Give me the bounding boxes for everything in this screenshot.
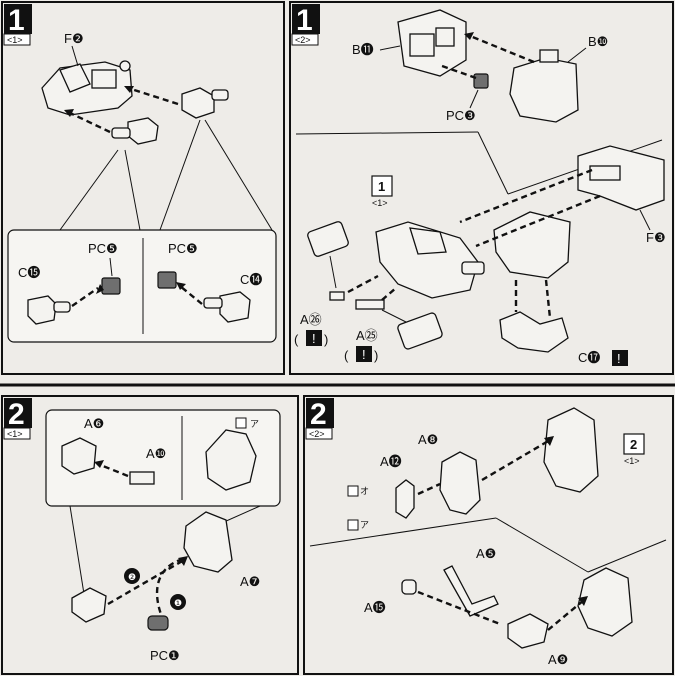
part-c15 (27, 295, 71, 325)
label-a8: A❽ (418, 432, 438, 447)
label-f3: F❸ (646, 230, 666, 245)
step-order-1: ❶ (174, 598, 182, 608)
part-f2 (41, 60, 133, 116)
part-c14 (203, 291, 251, 323)
part-pc-c (473, 73, 489, 89)
part-torso-assembly (375, 221, 485, 299)
label-a7: A❼ (240, 574, 260, 589)
part-a6 (61, 437, 97, 475)
part-c15-top (111, 117, 159, 145)
step-number-badge (4, 4, 32, 34)
paren-close: ) (324, 332, 328, 347)
label-b11: B⓫ (352, 42, 374, 57)
ref-step-number: 2 (630, 437, 637, 452)
substep-label: <2> (295, 35, 311, 45)
label-a6: A❻ (84, 416, 104, 431)
paren-open: ( (294, 332, 299, 347)
panel-step2-1: 2 <1> A❻ A❿ ア A❼ ❷ (1, 395, 299, 675)
label-a10: A❿ (146, 446, 166, 461)
part-a15 (401, 579, 417, 595)
warning-icon (356, 346, 372, 362)
label-c14: C⓮ (240, 272, 262, 287)
warning-icon: ! (617, 351, 621, 366)
label-pc-e-right: PC❺ (168, 241, 198, 256)
part-b11 (397, 9, 467, 77)
part-arm-assembly (71, 587, 107, 623)
label-a25: A㉕ (356, 328, 378, 343)
part-c17 (499, 311, 569, 353)
step-order-2: ❷ (128, 572, 136, 582)
step-number: 2 (310, 398, 327, 431)
part-c14-top (181, 87, 229, 119)
step-number: 2 (8, 398, 25, 431)
part-pc-e (157, 271, 177, 289)
ref-step-number: 1 (378, 179, 385, 194)
mark-o: オ (360, 486, 369, 496)
part-a12 (395, 479, 415, 519)
label-c17: C⓱ (578, 350, 600, 365)
part-pc-e (101, 277, 121, 295)
label-c15: C⓯ (18, 265, 40, 280)
panel-step1-2: 1 <2> B⓫ B❿ PC❸ F❸ (289, 1, 674, 375)
label-pc-e-left: PC❺ (88, 241, 118, 256)
part-chest-block (493, 211, 571, 279)
paren-close: ) (374, 348, 378, 363)
label-f2: F❷ (64, 31, 84, 46)
detail-inset (7, 229, 277, 343)
part-f3 (577, 145, 665, 211)
assembly-arrow (127, 86, 179, 106)
label-a15: A⓯ (364, 600, 386, 615)
part-a9 (507, 613, 549, 649)
label-pc1: PC❶ (150, 648, 180, 663)
part-a25 (355, 299, 385, 310)
substep-label: <2> (309, 429, 325, 439)
label-a12: A⓬ (380, 454, 402, 469)
part-a6-shoulder (205, 429, 257, 491)
ref-substep: <1> (372, 198, 388, 208)
label-pc-c: PC❸ (446, 108, 476, 123)
paren-open: ( (344, 348, 349, 363)
label-a26: A㉖ (300, 312, 322, 327)
mark-a: ア (360, 520, 369, 530)
part-b10 (509, 49, 579, 123)
step-number: 1 (296, 4, 313, 37)
step-number: 1 (8, 4, 25, 37)
part-a5 (443, 565, 499, 617)
a25-detail (397, 312, 443, 350)
part-arm-assembly (543, 407, 599, 493)
assembly-arrow (67, 110, 111, 134)
part-a26 (329, 291, 345, 301)
panel-step2-2: 2 <2> A❽ A⓬ オ ア 2 <1> A❺ (303, 395, 674, 675)
part-pc1 (147, 615, 169, 631)
part-a8 (439, 451, 481, 515)
part-a7 (183, 511, 233, 573)
label-b10: B❿ (588, 34, 608, 49)
a26-detail (307, 221, 349, 257)
ref-substep: <1> (624, 456, 640, 466)
warning-icon: ! (312, 331, 316, 346)
part-a10 (129, 471, 155, 485)
substep-label: <1> (7, 429, 23, 439)
warning-icon (306, 330, 322, 346)
warning-icon: ! (362, 347, 366, 362)
panel-step1-1: 1 <1> F❷ PC (1, 1, 285, 375)
part-hand-assembly (577, 567, 633, 637)
label-a9: A❾ (548, 652, 568, 667)
label-a5: A❺ (476, 546, 496, 561)
mark-a: ア (250, 419, 259, 429)
substep-label: <1> (7, 35, 23, 45)
